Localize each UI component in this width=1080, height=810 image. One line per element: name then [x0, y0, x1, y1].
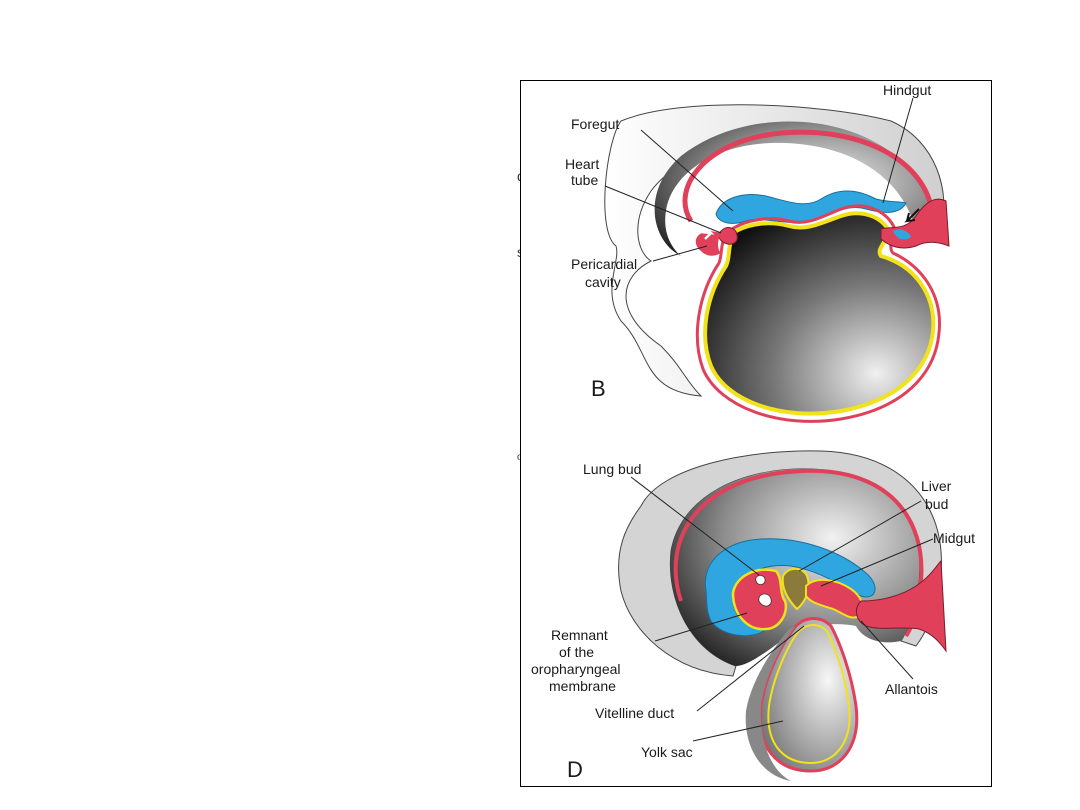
- pericardial-cavity: [695, 231, 721, 256]
- label-remnant-line3: oropharyngeal: [531, 661, 621, 677]
- label-heart-tube-line1: Heart: [565, 156, 599, 172]
- label-liver-bud-line2: bud: [925, 496, 948, 512]
- label-pericardial-line1: Pericardial: [571, 256, 637, 272]
- yolk-sac-shadow: [745, 626, 796, 781]
- yolk-sac-endoderm: [767, 624, 851, 765]
- label-hindgut: Hindgut: [883, 82, 931, 98]
- label-pericardial-line2: cavity: [585, 274, 621, 290]
- arrow-black: [904, 208, 920, 223]
- mesoderm-d: [704, 538, 876, 637]
- label-heart-tube-line2: tube: [571, 172, 598, 188]
- label-remnant-line4: membrane: [549, 678, 616, 694]
- yolk-sac-b: [705, 213, 934, 414]
- panel-letter-b: B: [591, 376, 606, 401]
- embryo-figure: Hindgut Foregut Heart tube Pericardial c…: [520, 80, 992, 787]
- embryo-diagram: Hindgut Foregut Heart tube Pericardial c…: [531, 82, 975, 782]
- hindgut-tip: [893, 229, 911, 240]
- stray-fragment-o: o: [517, 452, 523, 463]
- label-liver-bud-line1: Liver: [921, 478, 952, 494]
- label-remnant-line2: of the: [559, 644, 594, 660]
- label-remnant-line1: Remnant: [551, 627, 608, 643]
- label-vitelline-duct: Vitelline duct: [595, 705, 674, 721]
- panel-d: Lung bud Liver bud Midgut Remnant of the…: [531, 450, 975, 782]
- label-midgut: Midgut: [933, 530, 975, 546]
- label-yolk-sac: Yolk sac: [641, 744, 693, 760]
- dark-shade-b: [654, 121, 934, 256]
- oropharyngeal-membrane: [755, 575, 772, 607]
- panel-b: Hindgut Foregut Heart tube Pericardial c…: [565, 82, 950, 423]
- endoderm-b: [703, 211, 936, 416]
- label-allantois: Allantois: [885, 681, 938, 697]
- amnion-outline-b: [604, 104, 945, 397]
- panel-letter-d: D: [567, 757, 583, 782]
- label-foregut: Foregut: [571, 116, 619, 132]
- ectoderm-arc-b: [682, 129, 936, 223]
- heart-tube: [718, 227, 738, 245]
- endoderm-edge-b: [695, 204, 942, 423]
- label-lung-bud: Lung bud: [583, 461, 641, 477]
- arrow-white: [690, 226, 715, 240]
